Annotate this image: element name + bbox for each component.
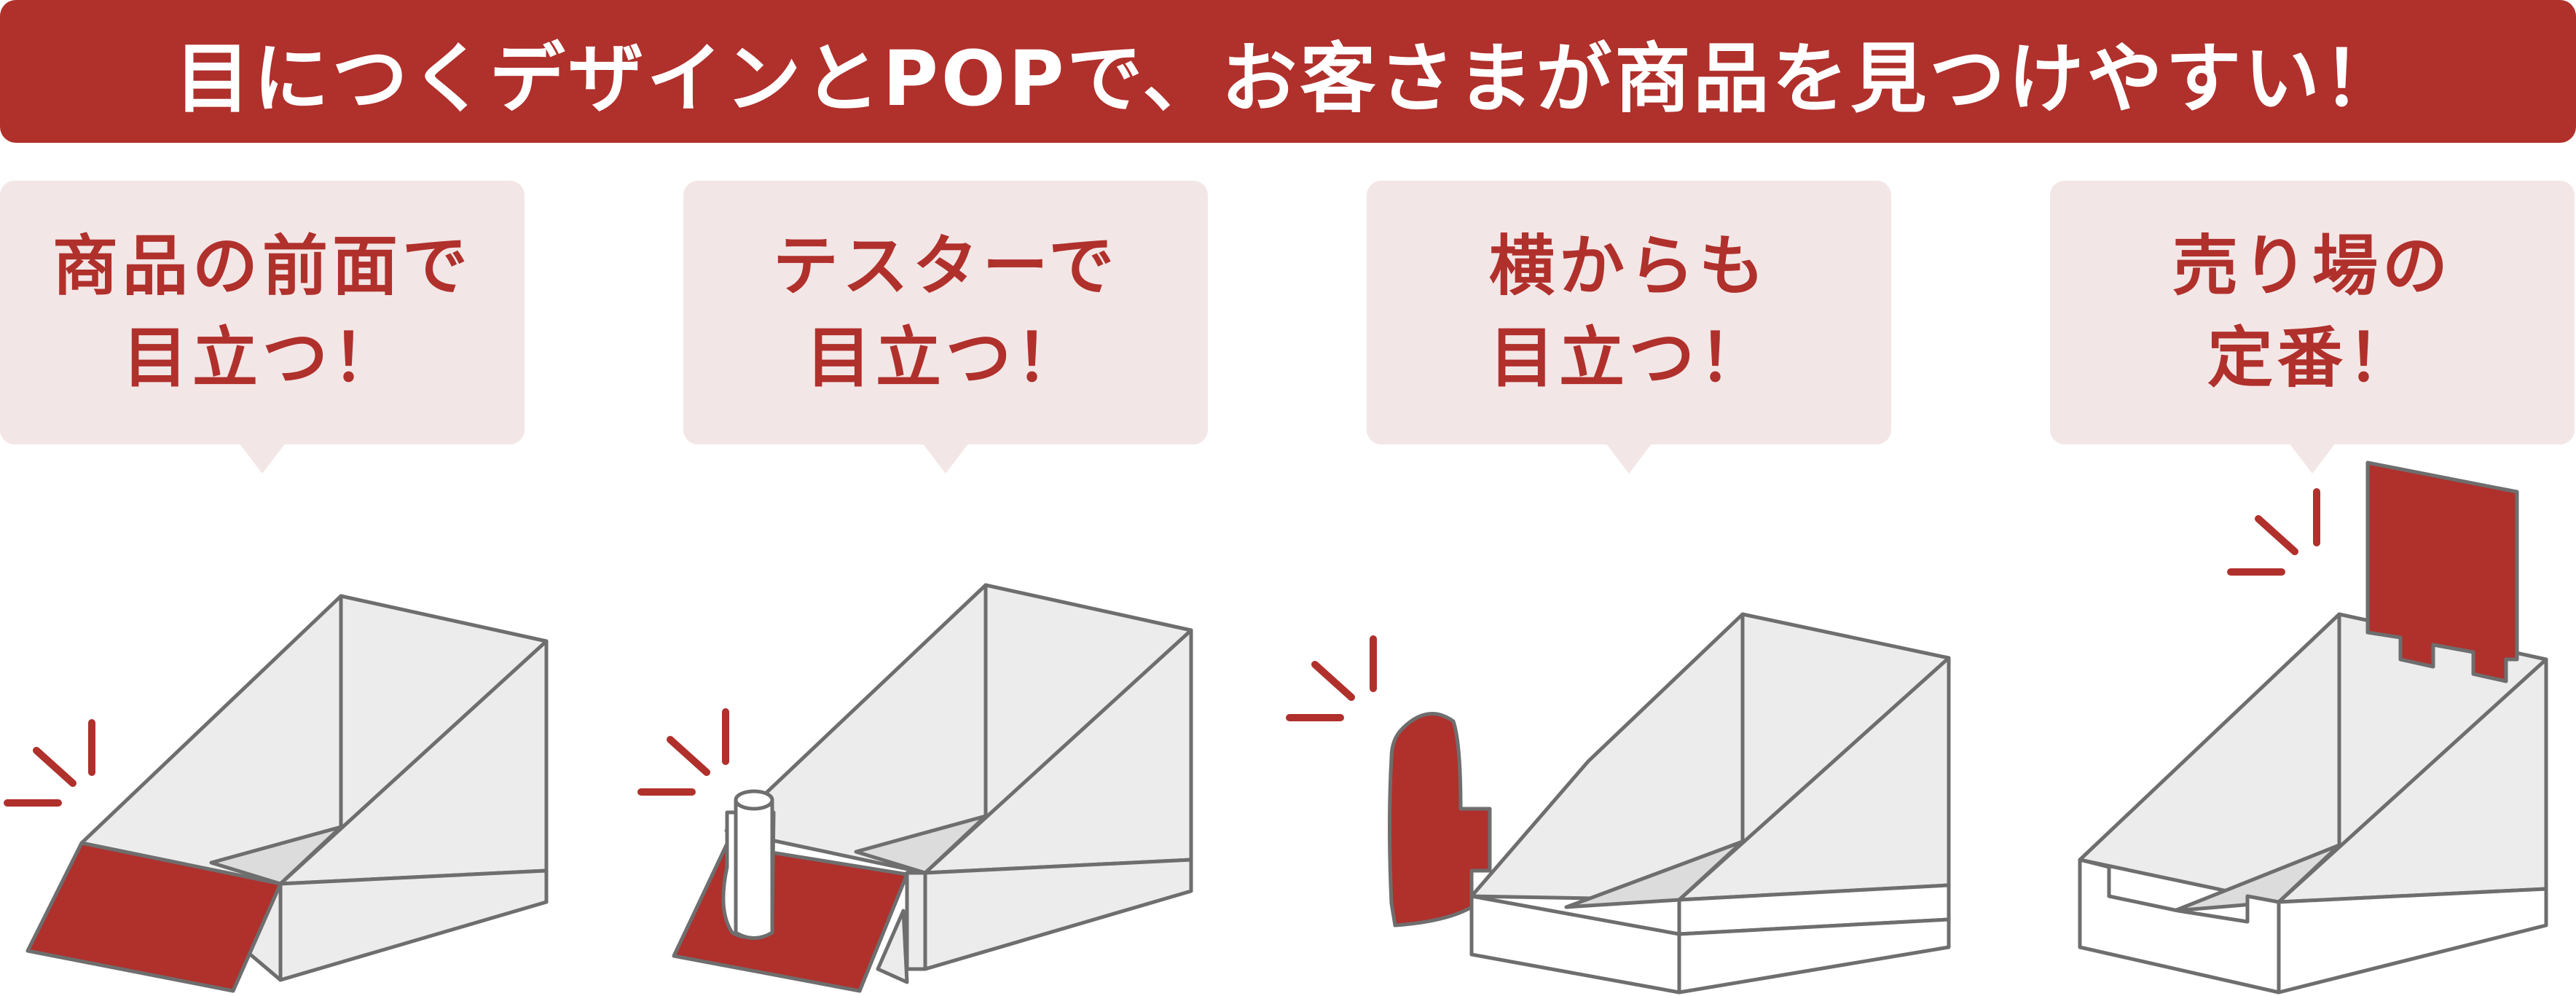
- callout-tester-line-1: テスターで: [772, 228, 1119, 305]
- header-pop-board: [2365, 460, 2519, 683]
- display-box-3: [1469, 612, 1951, 995]
- callout-bubble-header: 売り場の 定番！: [2050, 181, 2575, 474]
- display-box-4: [2078, 612, 2548, 995]
- callout-bubble-side: 横からも 目立つ！: [1367, 181, 1891, 474]
- attention-burst-3: [1286, 635, 1377, 721]
- callout-front-line-1: 商品の前面で: [52, 228, 472, 305]
- callout-header-line-2: 定番！: [2207, 320, 2417, 396]
- illustration-header-pop: [2078, 460, 2548, 995]
- callout-bubble-tester: テスターで 目立つ！: [683, 181, 1208, 474]
- headline-text: 目につくデザインとPOPで、お客さまが商品を見つけやすい！: [174, 34, 2402, 123]
- attention-burst-2: [637, 708, 729, 796]
- front-pop-panel: [25, 841, 283, 993]
- callout-bubble-front: 商品の前面で 目立つ！: [0, 181, 525, 474]
- tester-cylinder: [721, 789, 776, 940]
- side-pop-flag: [1388, 712, 1492, 928]
- display-box-1: [79, 594, 549, 982]
- tester-base-pop: [672, 843, 909, 993]
- illustration-tester-pop: [637, 583, 1193, 993]
- callout-side-line-2: 目立つ！: [1489, 320, 1769, 396]
- callout-header-line-1: 売り場の: [2172, 228, 2452, 305]
- illustration-front-panel-pop: [4, 594, 549, 993]
- headline-banner: 目につくデザインとPOPで、お客さまが商品を見つけやすい！: [0, 0, 2576, 143]
- attention-burst-4: [2227, 488, 2320, 576]
- display-box-2: [724, 583, 1193, 984]
- attention-burst-1: [4, 719, 95, 807]
- callout-front-line-2: 目立つ！: [122, 320, 402, 396]
- callout-tester-line-2: 目立つ！: [806, 320, 1085, 396]
- illustration-side-pop: [1286, 612, 1951, 995]
- callout-side-line-1: 横からも: [1489, 228, 1769, 305]
